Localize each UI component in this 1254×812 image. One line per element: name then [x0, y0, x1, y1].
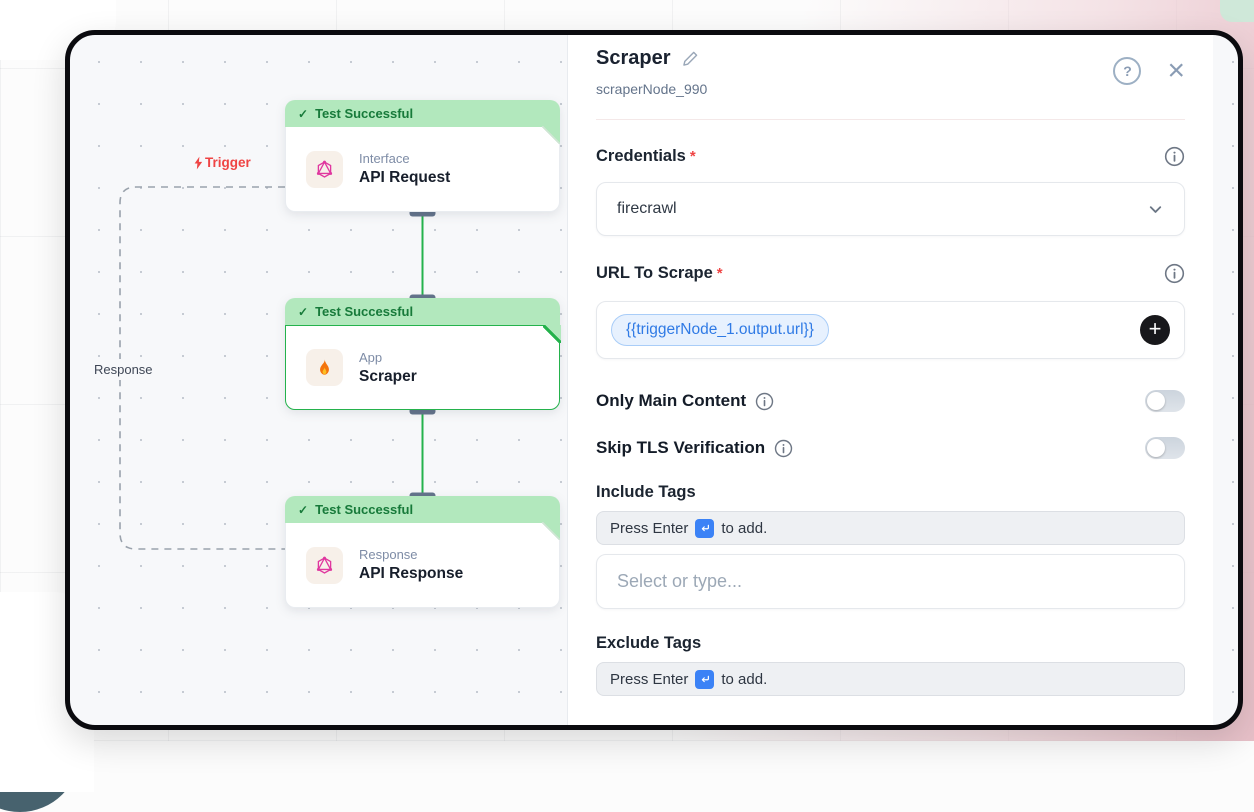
check-icon: ✓ [298, 304, 309, 319]
node-fold-corner [542, 126, 560, 144]
node-status-badge: ✓ Test Successful [285, 496, 560, 523]
node-api-response[interactable]: ✓ Test Successful Response API Resp [285, 496, 560, 608]
credentials-label: Credentials* [596, 147, 696, 165]
help-icon[interactable]: ? [1113, 57, 1142, 85]
exclude-tags-label: Exclude Tags [596, 634, 702, 652]
url-label: URL To Scrape* [596, 264, 723, 282]
node-config-panel: Scraper scraperNode_990 ? × Credentials*… [567, 35, 1213, 725]
molecule-icon [316, 556, 333, 574]
info-icon[interactable] [1164, 146, 1185, 167]
panel-title: Scraper [596, 46, 671, 69]
required-asterisk: * [689, 148, 696, 165]
node-fold-corner [542, 522, 560, 540]
node-title: API Response [359, 565, 464, 582]
skip-tls-toggle[interactable] [1145, 437, 1185, 459]
enter-key-icon [695, 518, 715, 538]
node-scraper[interactable]: ✓ Test Successful App Scraper [285, 298, 561, 410]
response-node-icon [306, 546, 343, 584]
only-main-content-label: Only Main Content [596, 391, 747, 410]
exclude-tags-hint[interactable]: Press Enter to add. [596, 662, 1185, 696]
skip-tls-label: Skip TLS Verification [596, 438, 766, 457]
node-fold-corner [542, 324, 561, 343]
node-id: scraperNode_990 [596, 81, 708, 97]
include-tags-label: Include Tags [596, 483, 696, 501]
interface-node-icon [306, 150, 343, 188]
add-variable-button[interactable]: + [1140, 315, 1170, 345]
node-title: Scraper [359, 367, 417, 385]
node-category: Interface [359, 151, 410, 166]
close-icon[interactable]: × [1167, 54, 1185, 87]
node-api-request[interactable]: ✓ Test Successful Interface API Req [285, 100, 560, 212]
info-icon[interactable] [774, 439, 793, 458]
molecule-icon [316, 160, 333, 178]
node-category: App [359, 349, 383, 365]
enter-key-icon [695, 669, 715, 689]
workflow-editor-window: Trigger Response ✓ Test Successful [65, 30, 1243, 730]
lightning-icon [194, 156, 203, 169]
include-tags-hint[interactable]: Press Enter to add. [596, 511, 1185, 545]
chevron-down-icon [1149, 205, 1162, 213]
check-icon: ✓ [298, 106, 309, 121]
background-green-shape [1220, 0, 1254, 22]
edit-icon[interactable] [681, 49, 700, 68]
flame-icon [320, 359, 329, 375]
node-status-badge: ✓ Test Successful [285, 298, 560, 325]
info-icon[interactable] [1164, 263, 1185, 284]
required-asterisk: * [716, 265, 723, 282]
url-token-pill[interactable]: {{triggerNode_1.output.url}} [611, 314, 829, 346]
app-node-icon [306, 349, 343, 386]
node-category: Response [359, 547, 418, 562]
header-divider [596, 119, 1185, 120]
only-main-content-toggle[interactable] [1145, 390, 1185, 412]
node-title: API Request [359, 169, 451, 186]
url-input[interactable]: {{triggerNode_1.output.url}} + [596, 301, 1185, 359]
node-status-badge: ✓ Test Successful [285, 100, 560, 127]
credentials-select[interactable]: firecrawl [596, 182, 1185, 236]
trigger-edge-label: Trigger [193, 155, 251, 170]
check-icon: ✓ [298, 502, 309, 517]
info-icon[interactable] [755, 392, 774, 411]
response-edge-label: Response [86, 359, 161, 380]
include-tags-input[interactable]: Select or type... [596, 554, 1185, 609]
